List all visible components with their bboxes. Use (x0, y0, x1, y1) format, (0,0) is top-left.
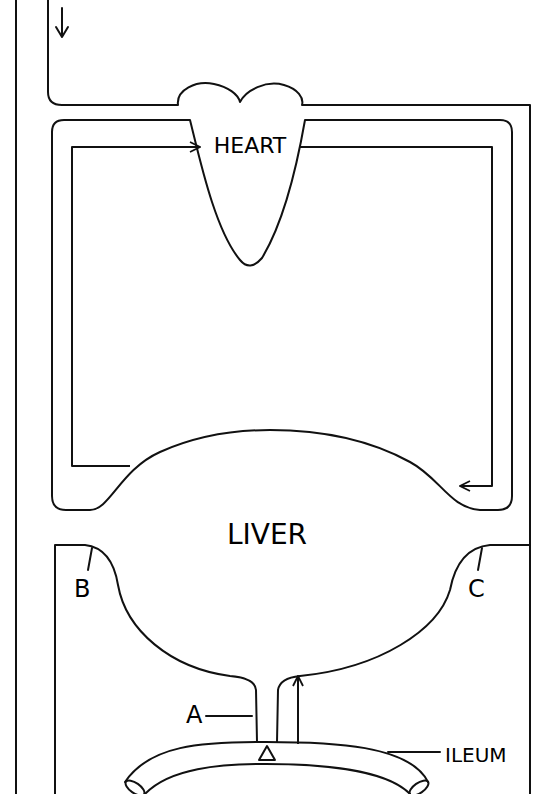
leader-line (388, 751, 440, 753)
label-holder: A (186, 702, 202, 728)
junction-triangle (259, 746, 275, 760)
heart-liver-loop (52, 120, 512, 510)
liver-lower-outline (277, 545, 530, 742)
heart-region: HEART (200, 130, 300, 164)
flow-arrowhead (56, 27, 68, 37)
liver-region: LIVER (130, 460, 460, 676)
ileum-region: ILEUM (125, 744, 525, 794)
ileum-cut-end (407, 778, 431, 794)
part-letter: A (186, 702, 202, 728)
part-letter: B (74, 576, 90, 602)
upper-vessel-wall (48, 0, 530, 794)
organ-name: HEART (214, 134, 287, 158)
blood-flow-arrow (297, 676, 299, 744)
leader-line (206, 715, 252, 717)
organ-name: ILEUM (445, 744, 507, 766)
organ-name: LIVER (227, 520, 307, 551)
left-vessel-wall (15, 0, 17, 794)
blood-flow-arrow (300, 147, 492, 486)
part-letter: C (468, 576, 485, 602)
ileum-wall (145, 764, 410, 794)
ileum-wall (125, 742, 428, 782)
ileum-cut-end (123, 778, 147, 794)
blood-flow-arrow (72, 147, 200, 466)
leader-line (88, 548, 92, 570)
label-holder: B (74, 576, 90, 602)
label-holder: C (468, 576, 485, 602)
leader-line (478, 548, 482, 570)
flow-arrow (61, 8, 63, 36)
